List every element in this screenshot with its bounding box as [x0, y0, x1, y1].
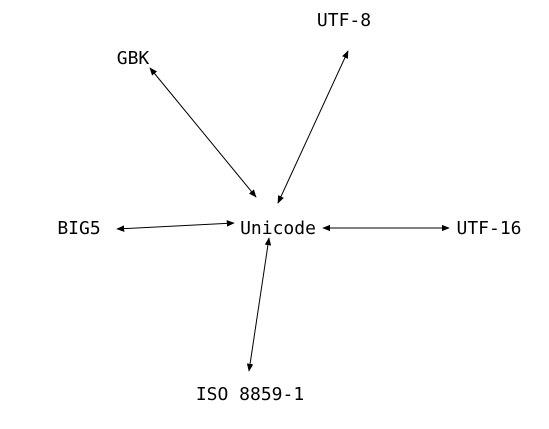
edge-gbk-unicode	[149, 67, 257, 198]
node-iso-label: ISO 8859-1	[196, 384, 304, 405]
edge-big5-unicode	[116, 220, 235, 232]
edge-utf8-unicode	[277, 50, 349, 204]
node-gbk-label: GBK	[117, 48, 150, 69]
node-utf8-label: UTF-8	[317, 10, 371, 31]
node-utf16-label: UTF-16	[456, 218, 521, 239]
center-unicode-label: Unicode	[240, 218, 316, 239]
node-big5-label: BIG5	[57, 218, 100, 239]
edge-iso-unicode	[246, 237, 272, 372]
